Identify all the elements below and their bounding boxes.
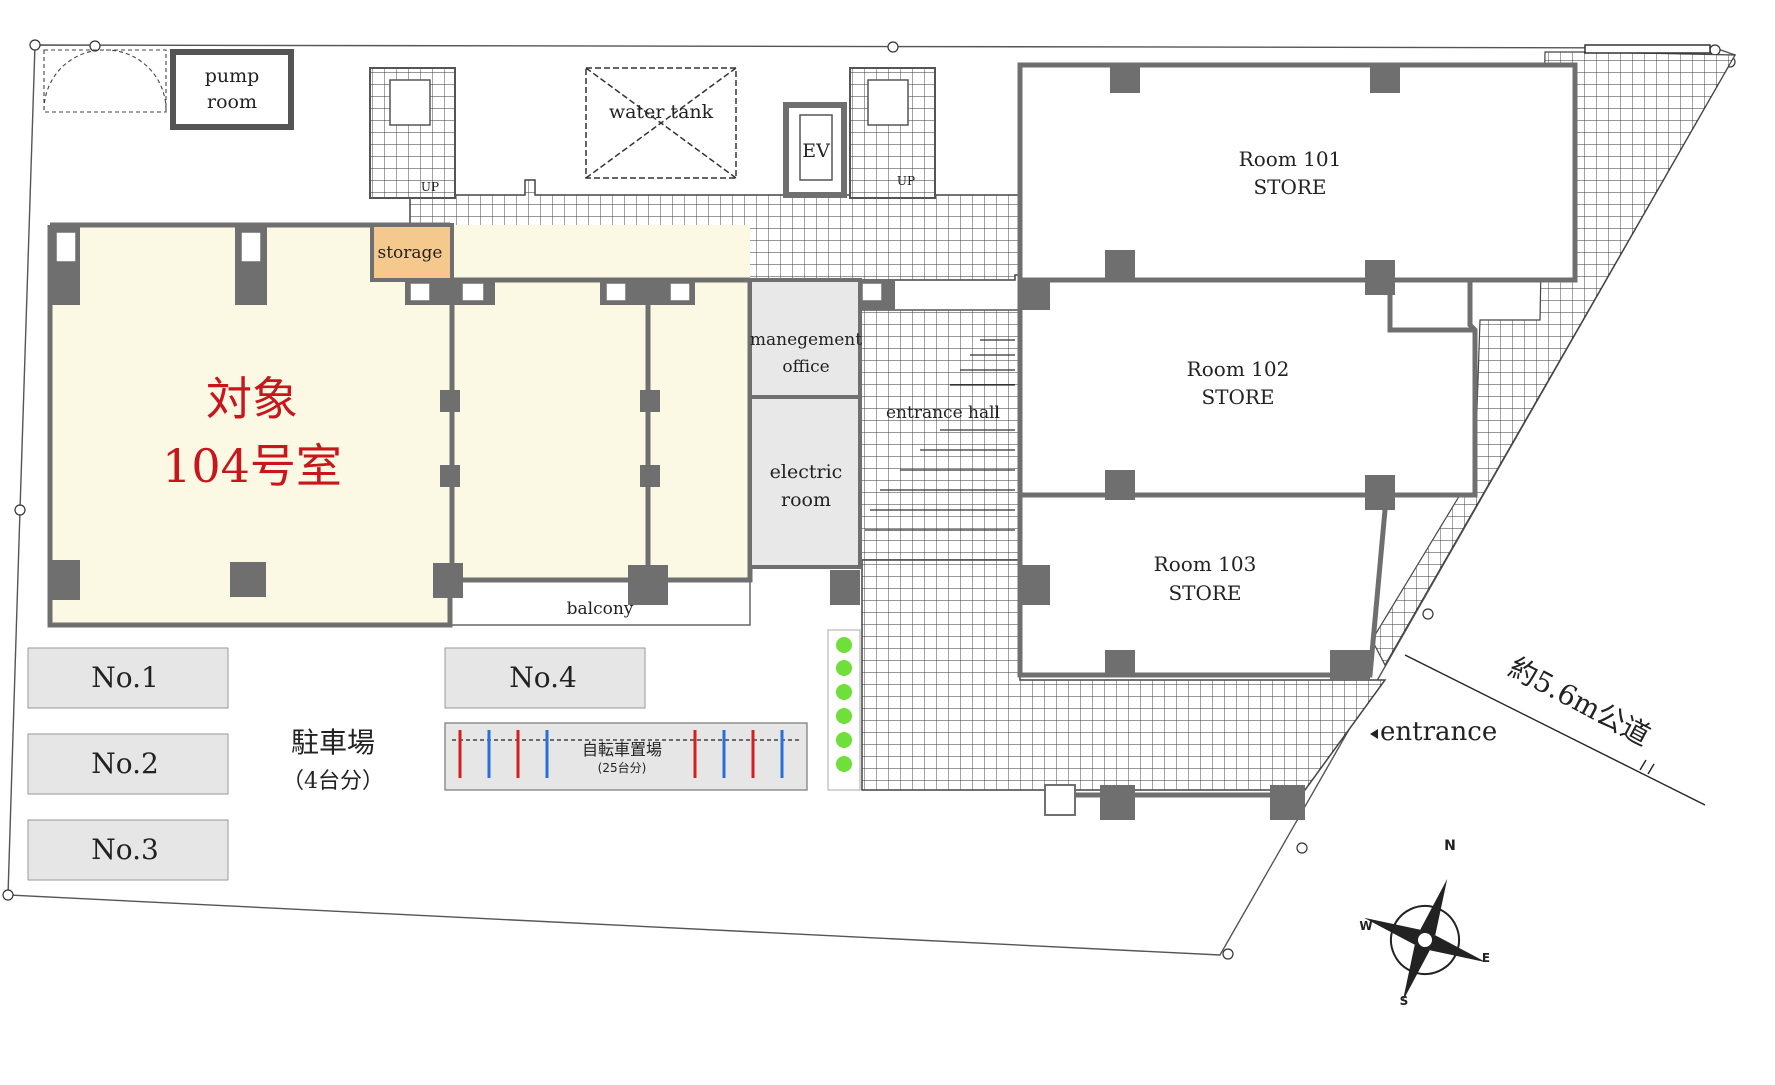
compass-w: W <box>1359 919 1372 933</box>
parking-capacity: （4台分） <box>282 769 384 794</box>
electric-label-2: room <box>781 489 831 511</box>
road-label: 約5.6m公道 <box>1503 651 1655 753</box>
entrance-hall-paving <box>859 309 1021 561</box>
entrance-hall-label: entrance hall <box>886 403 1000 423</box>
management-office <box>748 278 862 399</box>
room103-label-1: Room 103 <box>1154 552 1257 576</box>
parking-label: 駐車場 <box>291 726 375 759</box>
target-label-2: 104号室 <box>162 439 342 493</box>
room103-label-2: STORE <box>1168 581 1241 605</box>
electric-room <box>748 395 862 569</box>
room101-label-1: Room 101 <box>1239 147 1342 171</box>
storage-room <box>370 223 454 282</box>
road-frame-top <box>1584 44 1711 54</box>
compass-s: S <box>1400 994 1409 1008</box>
parking-slot-2: No.2 <box>91 747 159 780</box>
pump-room-label-2: room <box>207 91 257 113</box>
balcony-label: balcony <box>567 599 634 619</box>
room102-label-1: Room 102 <box>1187 357 1290 381</box>
water-tank-label: water tank <box>609 101 714 123</box>
balcony-area <box>449 579 751 626</box>
pump-room <box>170 49 294 130</box>
ev-label: EV <box>802 140 830 162</box>
entrance-arrow <box>1370 729 1378 739</box>
target-label-1: 対象 <box>206 372 298 426</box>
management-label-1: manegement <box>750 330 862 350</box>
site-gate <box>43 49 167 113</box>
up-label-right: UP <box>897 174 915 188</box>
water-tank <box>585 67 737 179</box>
room101-label-2: STORE <box>1253 175 1326 199</box>
room102-label-2: STORE <box>1201 385 1274 409</box>
bicycle-area <box>444 722 808 791</box>
parking-slot-3: No.3 <box>91 833 159 866</box>
electric-label-1: electric <box>770 461 843 483</box>
compass-rose <box>1363 878 1487 1002</box>
entrance-label: entrance <box>1380 717 1497 747</box>
storage-label: storage <box>378 243 443 263</box>
plants <box>836 637 852 772</box>
up-label-left: UP <box>421 180 439 194</box>
management-label-2: office <box>782 357 829 377</box>
bicycle-capacity: (25台分) <box>598 760 647 775</box>
pump-room-label-1: pump <box>205 65 260 87</box>
compass-e: E <box>1482 951 1490 965</box>
parking-slot-4: No.4 <box>509 661 577 694</box>
store-walls <box>1017 62 1578 678</box>
parking-slot-1: No.1 <box>91 661 159 694</box>
compass-n: N <box>1444 838 1456 854</box>
parking-slots <box>27 647 646 881</box>
stair-right <box>849 67 936 199</box>
bicycle-label: 自転車置場 <box>582 740 662 759</box>
road-width-arrow <box>1404 654 1706 806</box>
bicycle-icons <box>458 730 784 778</box>
